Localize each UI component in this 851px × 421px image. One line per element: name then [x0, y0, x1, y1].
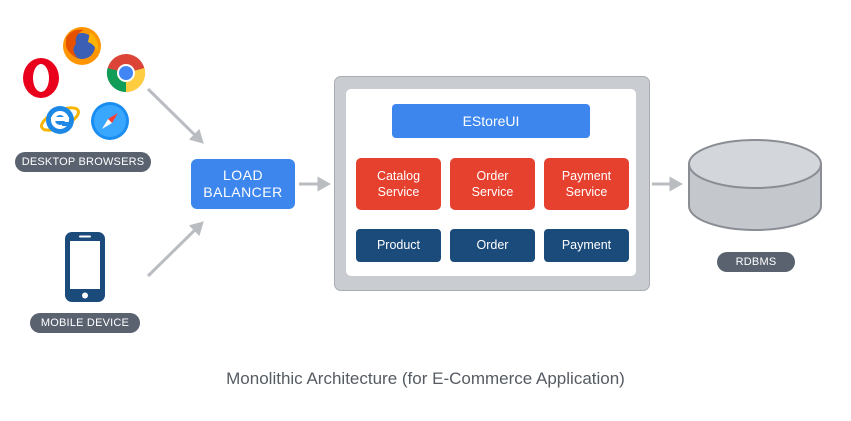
safari-icon — [91, 102, 129, 140]
service-line1: Order — [476, 169, 509, 183]
load-balancer-line2: BALANCER — [203, 184, 283, 200]
service-line2: Service — [565, 185, 608, 199]
chrome-icon — [106, 54, 146, 93]
service-line2: Service — [377, 185, 420, 199]
smartphone-icon — [65, 232, 105, 302]
desktop-browsers-label: DESKTOP BROWSERS — [15, 152, 151, 172]
rdbms-label: RDBMS — [717, 252, 795, 272]
internet-explorer-icon — [40, 106, 80, 134]
order-service-box: Order Service — [450, 158, 535, 210]
arrow-browsers-to-lb — [146, 87, 204, 144]
service-line1: Catalog — [376, 169, 421, 183]
firefox-icon — [63, 27, 101, 65]
order-module-box: Order — [450, 229, 535, 262]
load-balancer-line1: LOAD — [222, 167, 264, 183]
service-line1: Payment — [561, 169, 612, 183]
product-module-box: Product — [356, 229, 441, 262]
payment-service-box: Payment Service — [544, 158, 629, 210]
load-balancer-box: LOAD BALANCER — [191, 159, 295, 209]
payment-module-box: Payment — [544, 229, 629, 262]
diagram-caption: Monolithic Architecture (for E-Commerce … — [226, 369, 625, 388]
database-icon — [688, 139, 822, 231]
estore-ui-box: EStoreUI — [392, 104, 590, 138]
service-line2: Service — [471, 185, 514, 199]
catalog-service-box: Catalog Service — [356, 158, 441, 210]
arrow-mobile-to-lb — [146, 221, 204, 278]
mobile-device-label: MOBILE DEVICE — [30, 313, 140, 333]
opera-icon — [23, 58, 59, 98]
